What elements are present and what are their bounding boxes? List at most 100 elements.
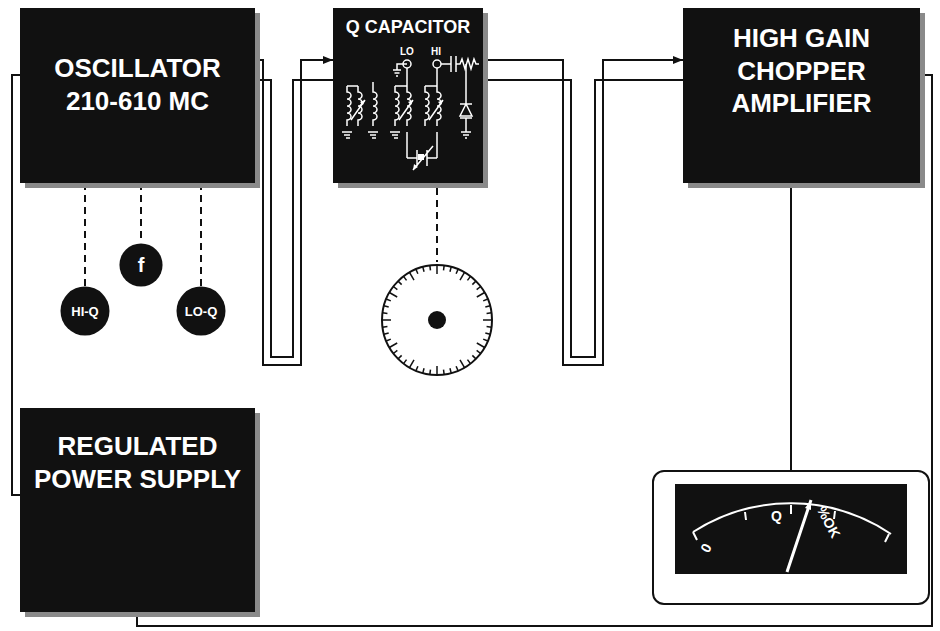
circuit-schematic	[373, 86, 377, 126]
circuit-schematic	[342, 56, 479, 170]
dial-tick	[429, 370, 431, 375]
dial-tick	[386, 299, 391, 301]
dial-tick	[456, 269, 458, 274]
knob-label: f	[138, 254, 145, 277]
signal-wire	[790, 183, 792, 470]
dial-tick	[450, 368, 451, 373]
circuit-schematic	[433, 60, 441, 68]
dial-tick	[410, 360, 415, 368]
dial-rim	[382, 265, 492, 375]
dial-tick	[472, 355, 476, 359]
dial-tick	[436, 366, 438, 375]
dial-tick	[386, 339, 391, 341]
circuit-schematic	[425, 86, 429, 126]
dial-tick	[404, 276, 407, 280]
dial-tick	[382, 326, 387, 328]
dial-tick	[393, 350, 397, 353]
q-meter: 0Q%OK	[652, 470, 930, 605]
dial-tick	[477, 350, 481, 353]
circuit-schematic	[460, 64, 472, 138]
oscillator-box: OSCILLATOR 210-610 MC	[20, 8, 255, 183]
box-title: HIGH GAIN CHOPPER AMPLIFIER	[683, 22, 920, 120]
dial-tick	[423, 368, 424, 373]
circuit-schematic	[347, 82, 437, 86]
meter-face	[675, 484, 907, 574]
dial-tick	[382, 312, 387, 314]
dial-tick	[450, 267, 451, 272]
knob-label: LO-Q	[185, 304, 218, 319]
box-title: OSCILLATOR 210-610 MC	[20, 52, 255, 117]
dial-tick	[389, 343, 397, 348]
signal-wire	[12, 75, 20, 495]
circuit-schematic	[441, 56, 479, 72]
dial-tick	[487, 326, 492, 328]
dial-knob	[428, 311, 446, 329]
dial-tick	[384, 333, 389, 334]
dial-tick	[423, 267, 424, 272]
dial-link	[436, 188, 438, 262]
dial-tick	[443, 265, 445, 270]
amplifier-box: HIGH GAIN CHOPPER AMPLIFIER	[683, 8, 920, 183]
dial-tick	[384, 306, 389, 307]
signal-wire	[255, 60, 333, 365]
dial-tick	[467, 276, 470, 280]
dial-tick	[416, 269, 418, 274]
terminal-label: HI	[431, 46, 441, 57]
dial-tick	[460, 272, 465, 280]
circuit-schematic	[342, 132, 400, 138]
box-title: Q CAPACITOR	[333, 16, 483, 39]
control-link	[200, 183, 202, 286]
dial-tick	[483, 319, 492, 321]
control-knob: HI-Q	[60, 286, 110, 336]
dial-tick	[487, 312, 492, 314]
dial-tick	[472, 281, 476, 285]
control-knob: f	[119, 243, 163, 287]
circuit-schematic	[347, 86, 351, 126]
circuit-schematic	[407, 132, 437, 170]
meter-face	[675, 484, 907, 574]
circuit-schematic	[395, 86, 399, 126]
knob-label: HI-Q	[71, 304, 98, 319]
inner-signal-wire	[255, 80, 333, 357]
meter-face	[805, 500, 811, 510]
q-capacitor-box: Q CAPACITOR LO HI	[333, 8, 483, 183]
inner-signal-wire	[483, 80, 683, 357]
dial-tick	[485, 333, 490, 334]
dial-tick	[382, 319, 391, 321]
terminal-label: LO	[400, 46, 414, 57]
dial-tick	[389, 293, 397, 298]
knob-body	[61, 287, 110, 336]
dial-tick	[460, 360, 465, 368]
power-supply-box: REGULATED POWER SUPPLY	[20, 408, 255, 612]
circuit-schematic	[351, 100, 443, 120]
dial-tick	[398, 355, 402, 359]
dial-tick	[477, 343, 485, 348]
dial-tick	[404, 360, 407, 364]
dial-tick	[456, 366, 458, 371]
dial-tick	[416, 366, 418, 371]
box-title: REGULATED POWER SUPPLY	[20, 430, 255, 495]
dial-tick	[477, 293, 485, 298]
dial-tick	[443, 370, 445, 375]
meter-face	[787, 500, 811, 572]
scale-mark: Q	[771, 508, 782, 524]
circuit-schematic	[393, 64, 437, 86]
dial-tick	[393, 287, 397, 290]
dial-tick	[467, 360, 470, 364]
knob-body	[177, 287, 226, 336]
knob-body	[119, 243, 162, 286]
control-knob: LO-Q	[176, 286, 226, 336]
dial-tick	[436, 265, 438, 274]
dial-tick	[485, 306, 490, 307]
dial-tick	[429, 265, 431, 270]
tuning-dial	[382, 265, 492, 375]
signal-wire	[483, 60, 683, 365]
dial-tick	[398, 281, 402, 285]
meter-face	[693, 505, 889, 542]
dial-tick	[477, 287, 481, 290]
dial-tick	[483, 339, 488, 341]
control-link	[140, 183, 142, 243]
circuit-schematic	[418, 154, 424, 160]
dial-tick	[410, 272, 415, 280]
circuit-schematic	[360, 100, 443, 170]
